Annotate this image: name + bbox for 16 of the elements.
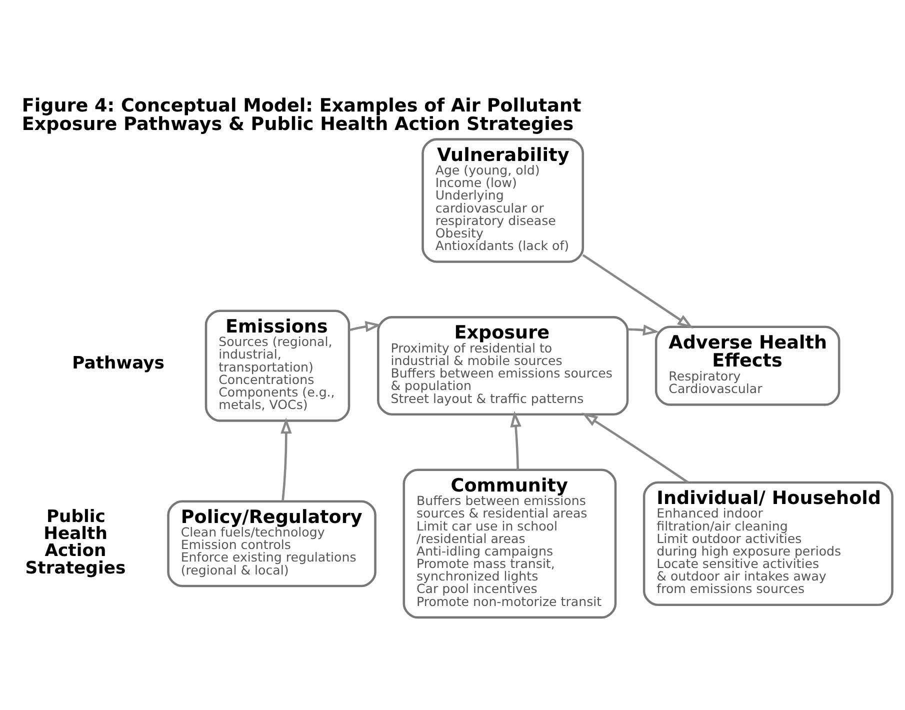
arrow (510, 410, 522, 470)
node-box: Exposure Proximity of residential to industrial & mobile sources Buffers between emissions sources & population Street layout & traffic patterns (377, 316, 629, 416)
node-box: Community Buffers between emissions sources & residential areas Limit car use in school /residential areas Anti-idling campaigns Promote mass transit, synchronized lights Car pool incentives Promote non-motorize transit (402, 468, 617, 618)
label: Public Health Action Strategies (25, 506, 126, 578)
node-box: Policy/Regulatory Clean fuels/technology Emission controls Enforce existing regulations (regional & local) (167, 500, 376, 587)
node-box: Individual/ Household Enhanced indoor filtration/air cleaning Limit outdoor activities during high exposure periods Locate sensitive activities & outdoor air intakes away from emissions sources (642, 480, 894, 606)
arrow (280, 417, 292, 501)
label: Pathways (72, 353, 165, 374)
node-box: Emissions Sources (regional, industrial, transportation) Concentrations Components (e.g., metals, VOCs) (204, 309, 350, 422)
arrow (348, 320, 382, 332)
arrow (628, 324, 660, 336)
arrow (582, 412, 689, 483)
arrow (582, 254, 694, 328)
diagram-title: Figure 4: Conceptual Model: Examples of Air Pollutant Exposure Pathways & Public Health Action Strategies (22, 95, 582, 134)
node-box: Adverse Health Effects Respiratory Cardiovascular (654, 325, 840, 406)
node-box: Vulnerability Age (young, old) Income (low) Underlying cardiovascular or respiratory disease Obesity Antioxidants (lack of) (422, 138, 584, 262)
